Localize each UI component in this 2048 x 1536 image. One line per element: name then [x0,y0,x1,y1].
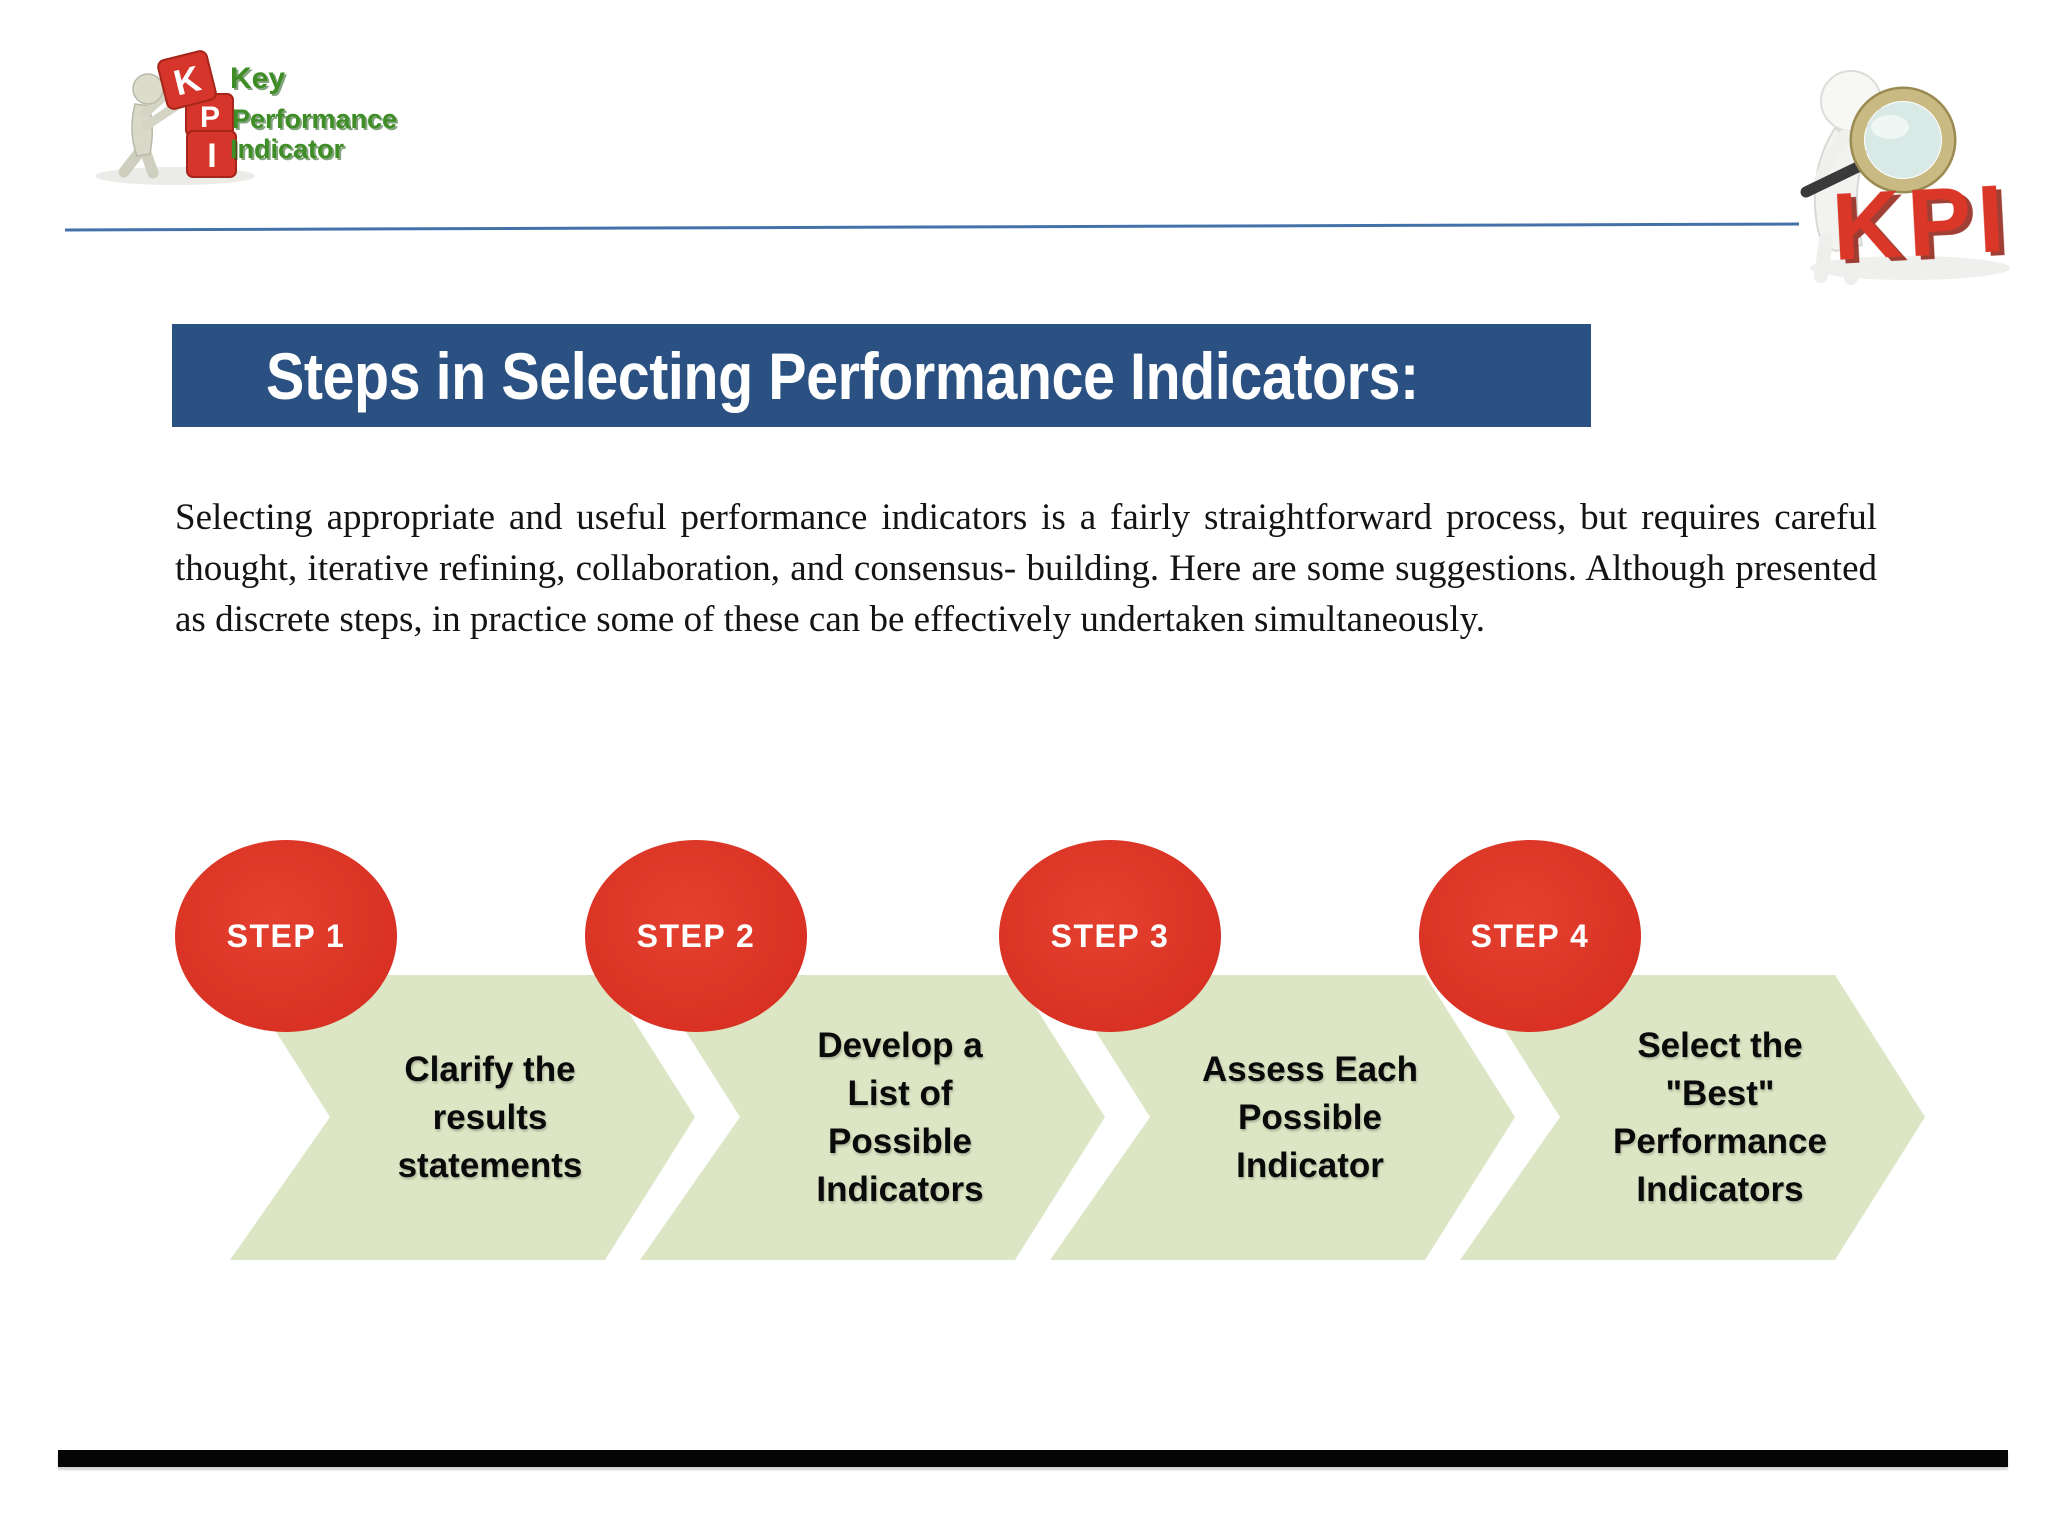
logo-word-performance: Performance [232,104,397,134]
step-3-text: Assess Each Possible Indicator [1202,1049,1418,1185]
kpi-cube-k: K [157,50,217,110]
kpi-blocks-logo: P I K Key Performance Indicator [95,50,397,185]
chevron-arrow-1 [230,975,695,1260]
kpi-magnifier-logo: KPI [1800,70,2013,285]
logo-word-key: Key [230,62,285,95]
figure-stacking-cubes-icon [118,73,184,179]
magnifying-glass-icon [1800,86,1957,198]
chevron-arrow-4 [1460,975,1925,1260]
step-1-circle: STEP 1 [175,840,397,1032]
step-1-label: STEP 1 [226,917,346,954]
page-title: Steps in Selecting Performance Indicator… [265,338,1419,413]
logo-shadow [1810,256,2010,280]
step-3-label: STEP 3 [1050,917,1170,954]
svg-text:P: P [200,101,220,134]
step-3-circle: STEP 3 [999,840,1221,1032]
step-4-text: Select the "Best" Performance Indicators [1613,1025,1827,1209]
chevron-arrow-2 [640,975,1105,1260]
step-2-label: STEP 2 [636,917,756,954]
step-2-circle: STEP 2 [585,840,807,1032]
footer-bar [58,1450,2008,1467]
step-4-label: STEP 4 [1470,917,1590,954]
title-bar: Steps in Selecting Performance Indicator… [172,324,1591,427]
intro-paragraph: Selecting appropriate and useful perform… [175,497,1877,640]
chevron-arrow-3 [1050,975,1515,1260]
logo-kpi-text: KPI [1829,165,2012,281]
svg-text:I: I [207,137,216,175]
step-1-text: Clarify the results statements [397,1049,583,1185]
step-4-circle: STEP 4 [1419,840,1641,1032]
kpi-cube-i: I [186,130,237,178]
logo-word-indicator: Indicator [230,134,345,164]
step-2-text: Develop a List of Possible Indicators [816,1025,984,1209]
